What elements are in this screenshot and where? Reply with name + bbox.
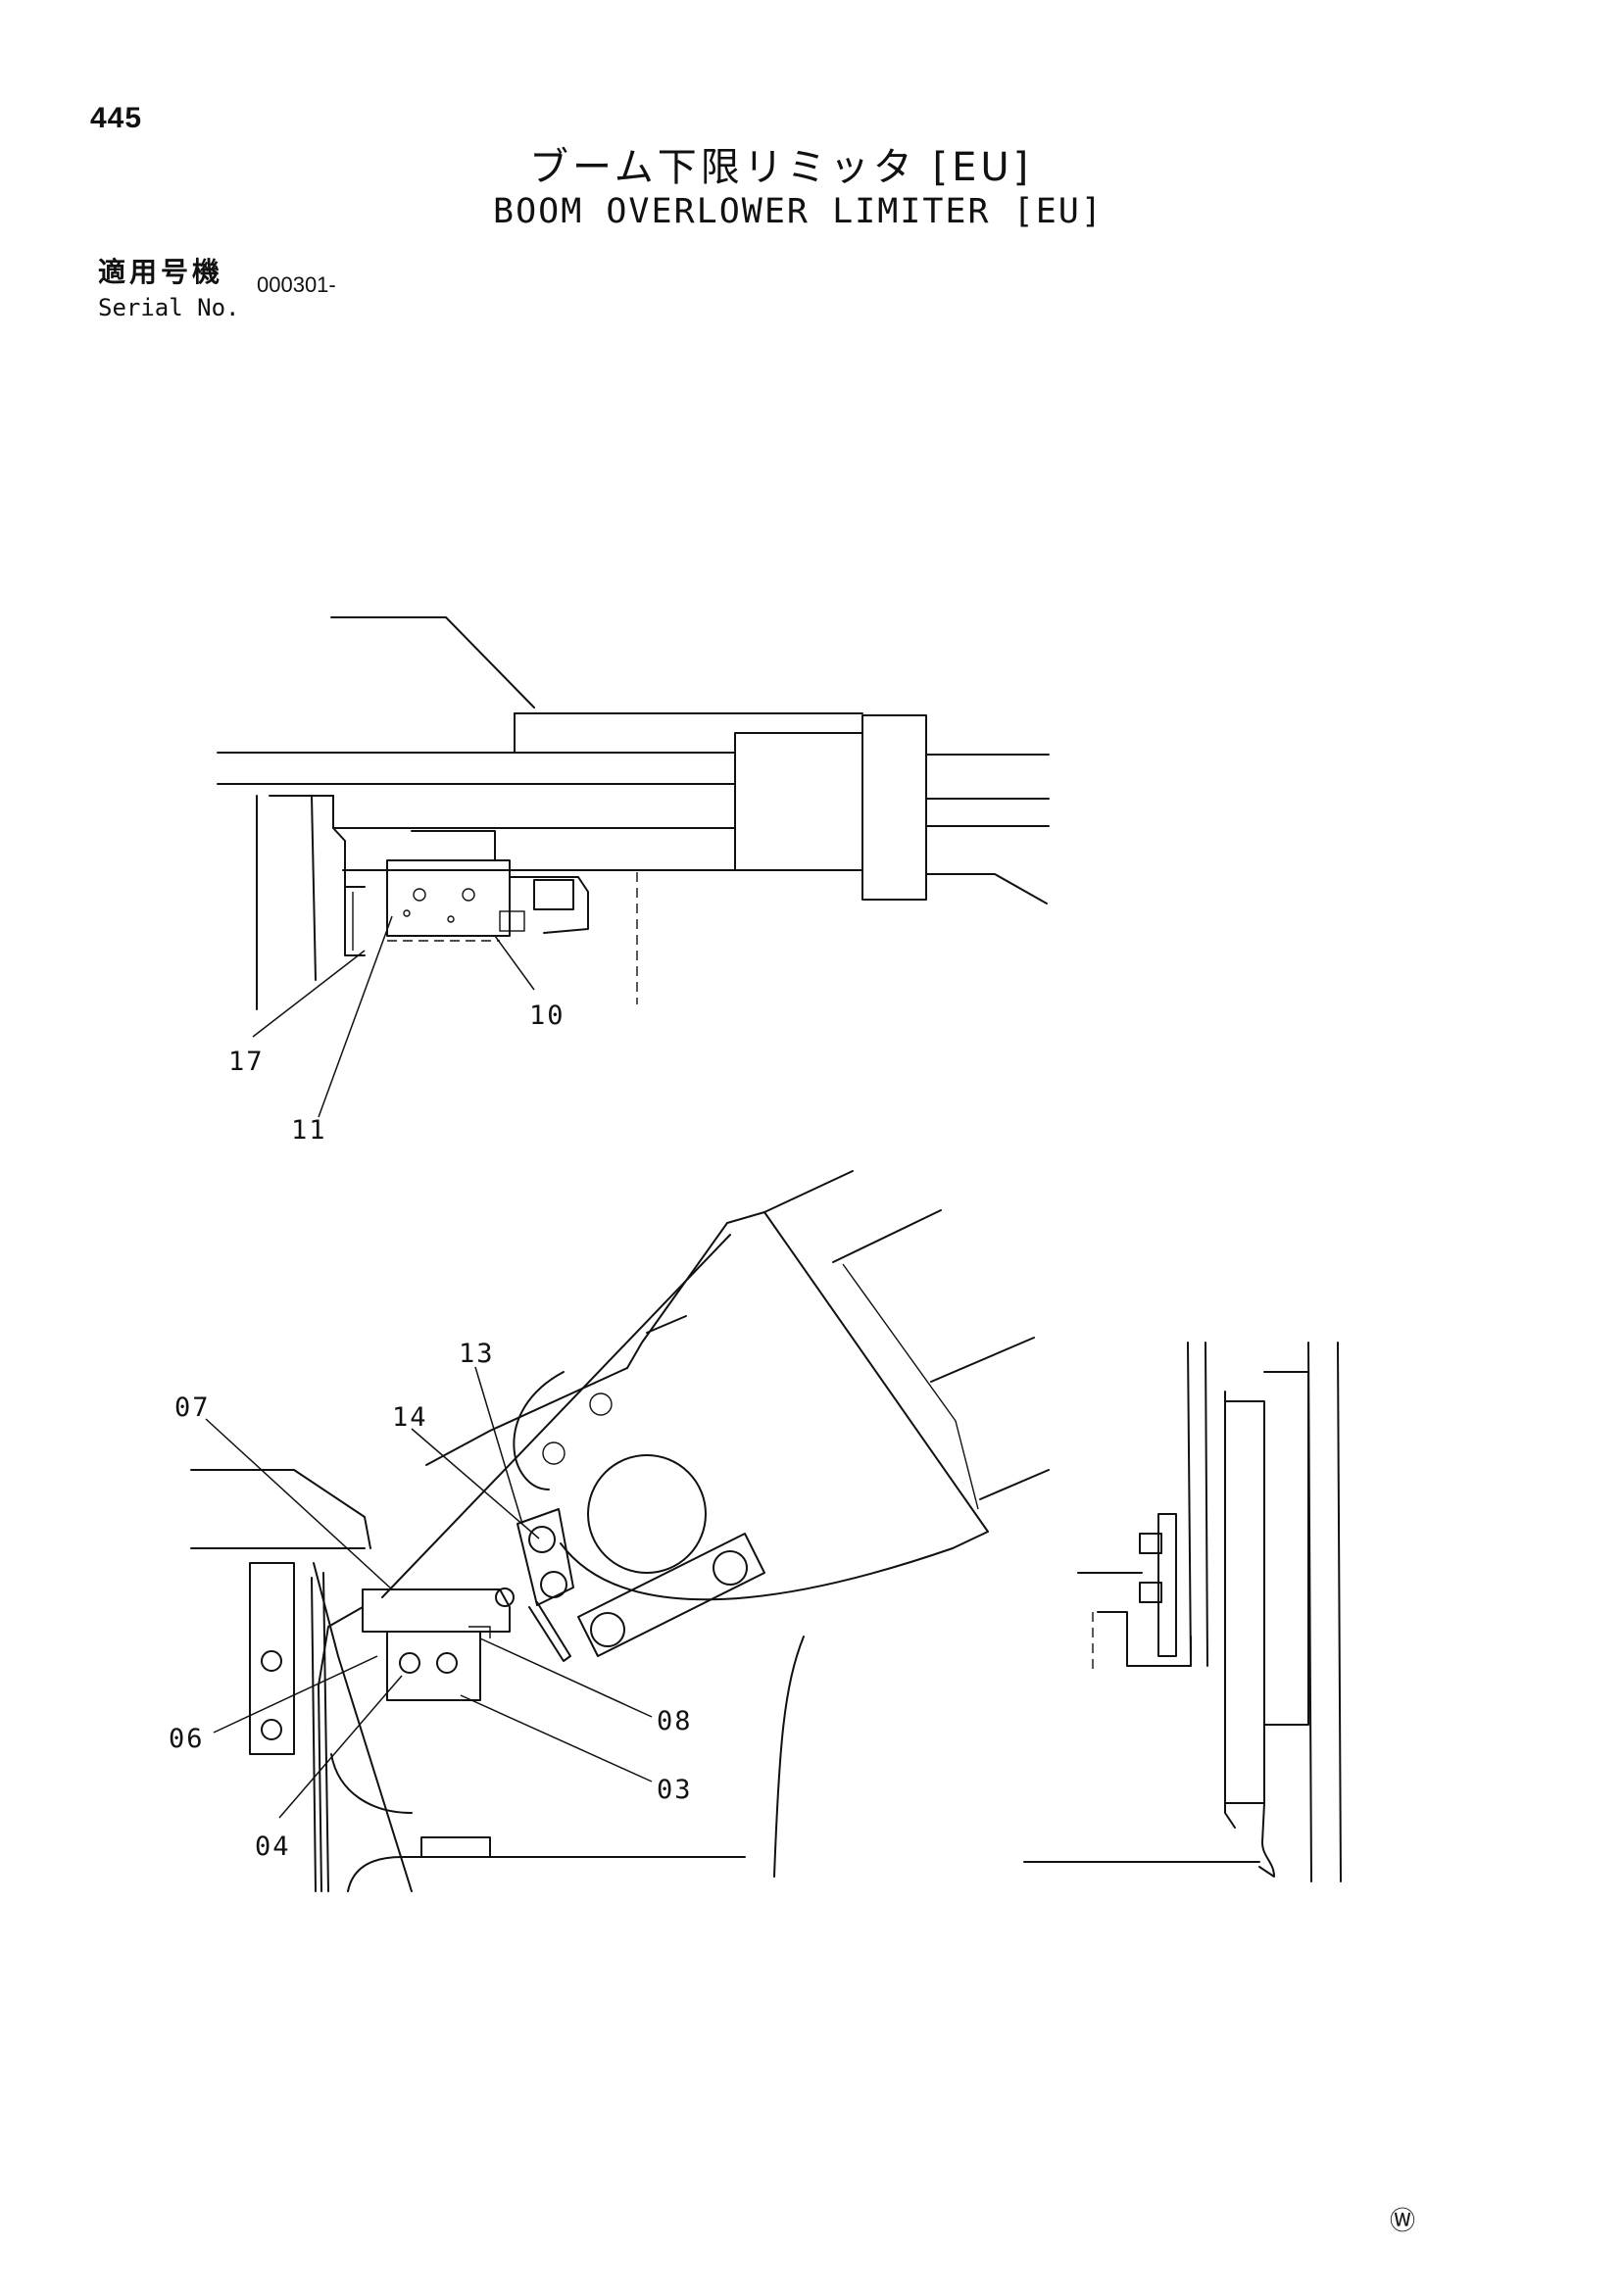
switch-body-hole-1 — [399, 1652, 420, 1674]
switch-cap — [411, 830, 496, 861]
switch-hole-1 — [413, 888, 426, 902]
section-rod-4 — [1337, 1342, 1342, 1882]
leader-13 — [474, 1366, 523, 1525]
section-bracket — [1157, 1513, 1177, 1657]
callout-08: 08 — [657, 1706, 693, 1736]
stopper-bolt-2 — [713, 1550, 748, 1586]
leader-11 — [318, 915, 393, 1118]
cylinder-flange — [861, 714, 927, 901]
boom-pin-circle — [587, 1454, 707, 1574]
boom-hole-2 — [542, 1441, 566, 1465]
callout-17: 17 — [228, 1047, 265, 1077]
cable-run — [313, 1562, 413, 1892]
leader-03 — [460, 1694, 653, 1783]
section-view-assembly — [1023, 1342, 1342, 1882]
boom-foot-plate — [726, 1211, 989, 1549]
callout-14: 14 — [392, 1402, 428, 1433]
boom-left-edge — [626, 1222, 728, 1369]
cam-plate-13 — [516, 1508, 574, 1606]
boom-upper-edge — [763, 1170, 854, 1213]
boom-inner-edge — [832, 1209, 942, 1263]
top-leader-line — [330, 616, 535, 708]
stopper-bolt-1 — [590, 1612, 625, 1647]
cam-bolt-1 — [528, 1526, 556, 1553]
boom-bottom-edge — [979, 1469, 1050, 1500]
page-title-japanese: ブーム下限リミッタ [EU] — [529, 145, 1033, 190]
callout-13: 13 — [459, 1339, 495, 1369]
switch-connector — [509, 876, 589, 934]
leader-14 — [411, 1428, 540, 1539]
switch-hole-2 — [462, 888, 475, 902]
section-bolt-1 — [1139, 1533, 1162, 1554]
rod-end-leader — [925, 873, 1048, 904]
bracket-inner — [311, 795, 317, 981]
boom-hole-1 — [589, 1392, 613, 1416]
cam-bolt-2 — [540, 1571, 567, 1598]
frame-hole-2 — [261, 1719, 282, 1740]
page-number: 445 — [90, 102, 143, 134]
cable-inner-run — [318, 1606, 364, 1892]
frame-hole-1 — [261, 1650, 282, 1672]
section-bolt-2 — [1139, 1582, 1162, 1603]
callout-07: 07 — [174, 1392, 211, 1423]
base-curve-left — [330, 1753, 413, 1814]
side-view-assembly: 07 14 13 06 04 03 08 — [169, 1170, 1050, 1892]
section-rod-1 — [1187, 1342, 1192, 1667]
callout-04: 04 — [255, 1832, 291, 1862]
top-view-assembly: 17 11 10 — [217, 616, 1050, 1146]
boom-underside — [425, 1367, 628, 1466]
switch-roller — [495, 1588, 515, 1607]
frame-rod-2 — [322, 1572, 329, 1892]
switch-body-hole-2 — [436, 1652, 458, 1674]
pivot-arc — [513, 1371, 565, 1490]
leader-08 — [479, 1637, 653, 1718]
boom-long-lower — [381, 1234, 731, 1598]
limiter-switch-box — [386, 859, 511, 937]
callout-10: 10 — [529, 1001, 566, 1031]
serial-number-value: 000301- — [257, 272, 336, 297]
switch-bracket — [362, 1588, 511, 1633]
bracket-step — [332, 795, 346, 912]
cable-loop — [344, 886, 366, 956]
section-plate-left — [1224, 1391, 1236, 1829]
section-plate — [1224, 1400, 1265, 1804]
callout-03: 03 — [657, 1775, 693, 1805]
frame-rod-1 — [311, 1577, 317, 1892]
connector-tab — [499, 910, 525, 932]
limiter-switch-body — [386, 1631, 481, 1701]
serial-label-japanese: 適用号機 — [98, 256, 224, 288]
section-foot — [1258, 1802, 1275, 1878]
switch-hole-4 — [447, 915, 455, 923]
cylinder-head — [734, 732, 863, 871]
boom-stub — [646, 1315, 687, 1334]
callout-06: 06 — [169, 1724, 205, 1754]
corner-mark: Ⓦ — [1390, 2207, 1416, 2236]
section-rod-2 — [1205, 1342, 1208, 1667]
leader-10 — [494, 935, 535, 991]
switch-tab — [468, 1626, 491, 1638]
leader-07 — [205, 1418, 393, 1590]
frame-post — [249, 1562, 295, 1755]
base-block — [420, 1836, 491, 1858]
boom-weld-seam — [842, 1263, 979, 1510]
connector-nut — [533, 879, 574, 910]
frame-top-step — [190, 1469, 371, 1549]
callout-11: 11 — [291, 1115, 327, 1146]
page-title-english: BOOM OVERLOWER LIMITER [EU] — [493, 192, 1104, 231]
serial-label-english: Serial No. — [98, 294, 240, 321]
stopper-plate — [577, 1533, 765, 1657]
section-flange — [1263, 1371, 1309, 1726]
leader-17 — [252, 950, 366, 1038]
leader-04 — [278, 1675, 403, 1819]
cam-lever — [528, 1601, 571, 1662]
base-right-edge — [773, 1636, 805, 1878]
switch-hole-3 — [403, 909, 411, 917]
boom-lower-edge — [930, 1337, 1035, 1383]
section-switch-body — [1097, 1611, 1192, 1667]
base-curve-bottom — [347, 1856, 746, 1892]
boom-lower-curve — [560, 1542, 954, 1601]
leader-06 — [213, 1655, 378, 1734]
